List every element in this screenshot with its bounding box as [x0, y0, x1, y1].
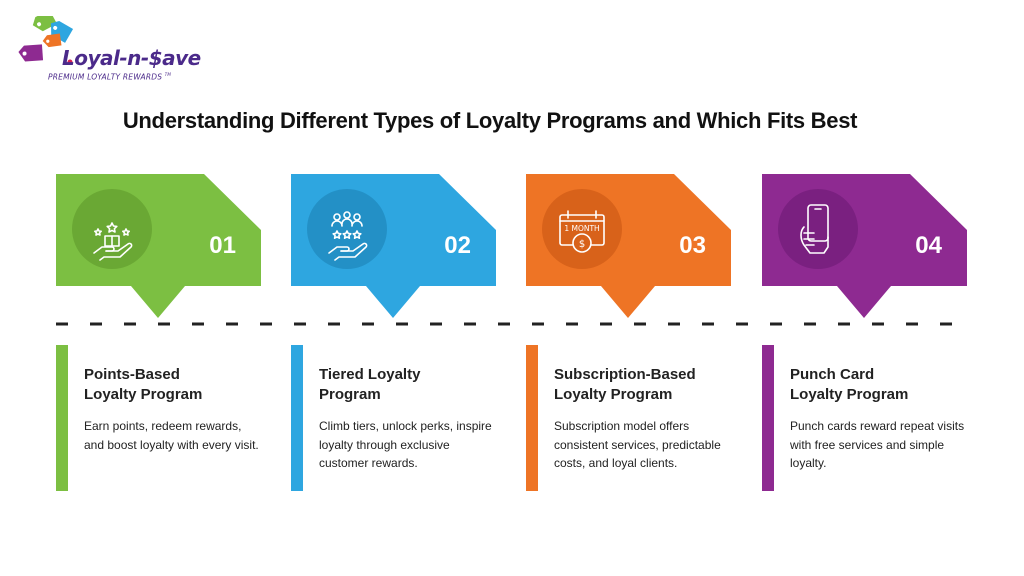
brand-name: Loyal-n-$ave — [62, 46, 201, 70]
brand-logo[interactable]: Loyal-n-$ave PREMIUM LOYALTY REWARDS TM — [18, 16, 201, 86]
hand-phone-icon — [800, 204, 829, 254]
card-description: Punch cards reward repeat visits with fr… — [790, 419, 965, 470]
icon-circle — [778, 189, 858, 269]
card-accent-bar — [56, 345, 68, 491]
card-accent-bar — [762, 345, 774, 491]
icon-circle — [307, 189, 387, 269]
icon-circle: $ 1 MONTH — [542, 189, 622, 269]
step-banner-2: 02 — [291, 174, 496, 318]
step-number: 01 — [209, 232, 236, 259]
calendar-month-label: 1 MONTH — [564, 224, 599, 233]
card-description: Subscription model offers consistent ser… — [554, 419, 721, 470]
card-accent-bar — [526, 345, 538, 491]
brand-tagline: PREMIUM LOYALTY REWARDS TM — [48, 72, 172, 82]
step-banner-3: $ 1 MONTH 03 — [526, 174, 731, 318]
hand-people-stars-icon — [328, 211, 368, 261]
price-tags-icon — [18, 16, 74, 65]
hand-gift-stars-icon — [93, 222, 133, 261]
icon-circle — [72, 189, 152, 269]
card-accent-bar — [291, 345, 303, 491]
step-banner-4: 04 — [762, 174, 967, 318]
step-number: 04 — [915, 232, 942, 259]
step-number: 02 — [444, 232, 471, 259]
card-description: Earn points, redeem rewards, and boost l… — [84, 419, 259, 452]
step-banner-1: 01 — [56, 174, 261, 318]
trademark-mark: TM — [164, 72, 172, 77]
dashed-divider — [56, 322, 968, 326]
step-number: 03 — [679, 232, 706, 259]
page-title: Understanding Different Types of Loyalty… — [122, 108, 858, 133]
card-description: Climb tiers, unlock perks, inspire loyal… — [319, 419, 492, 470]
svg-text:$: $ — [579, 239, 585, 250]
calendar-month-coin-icon: $ 1 MONTH — [559, 210, 605, 253]
